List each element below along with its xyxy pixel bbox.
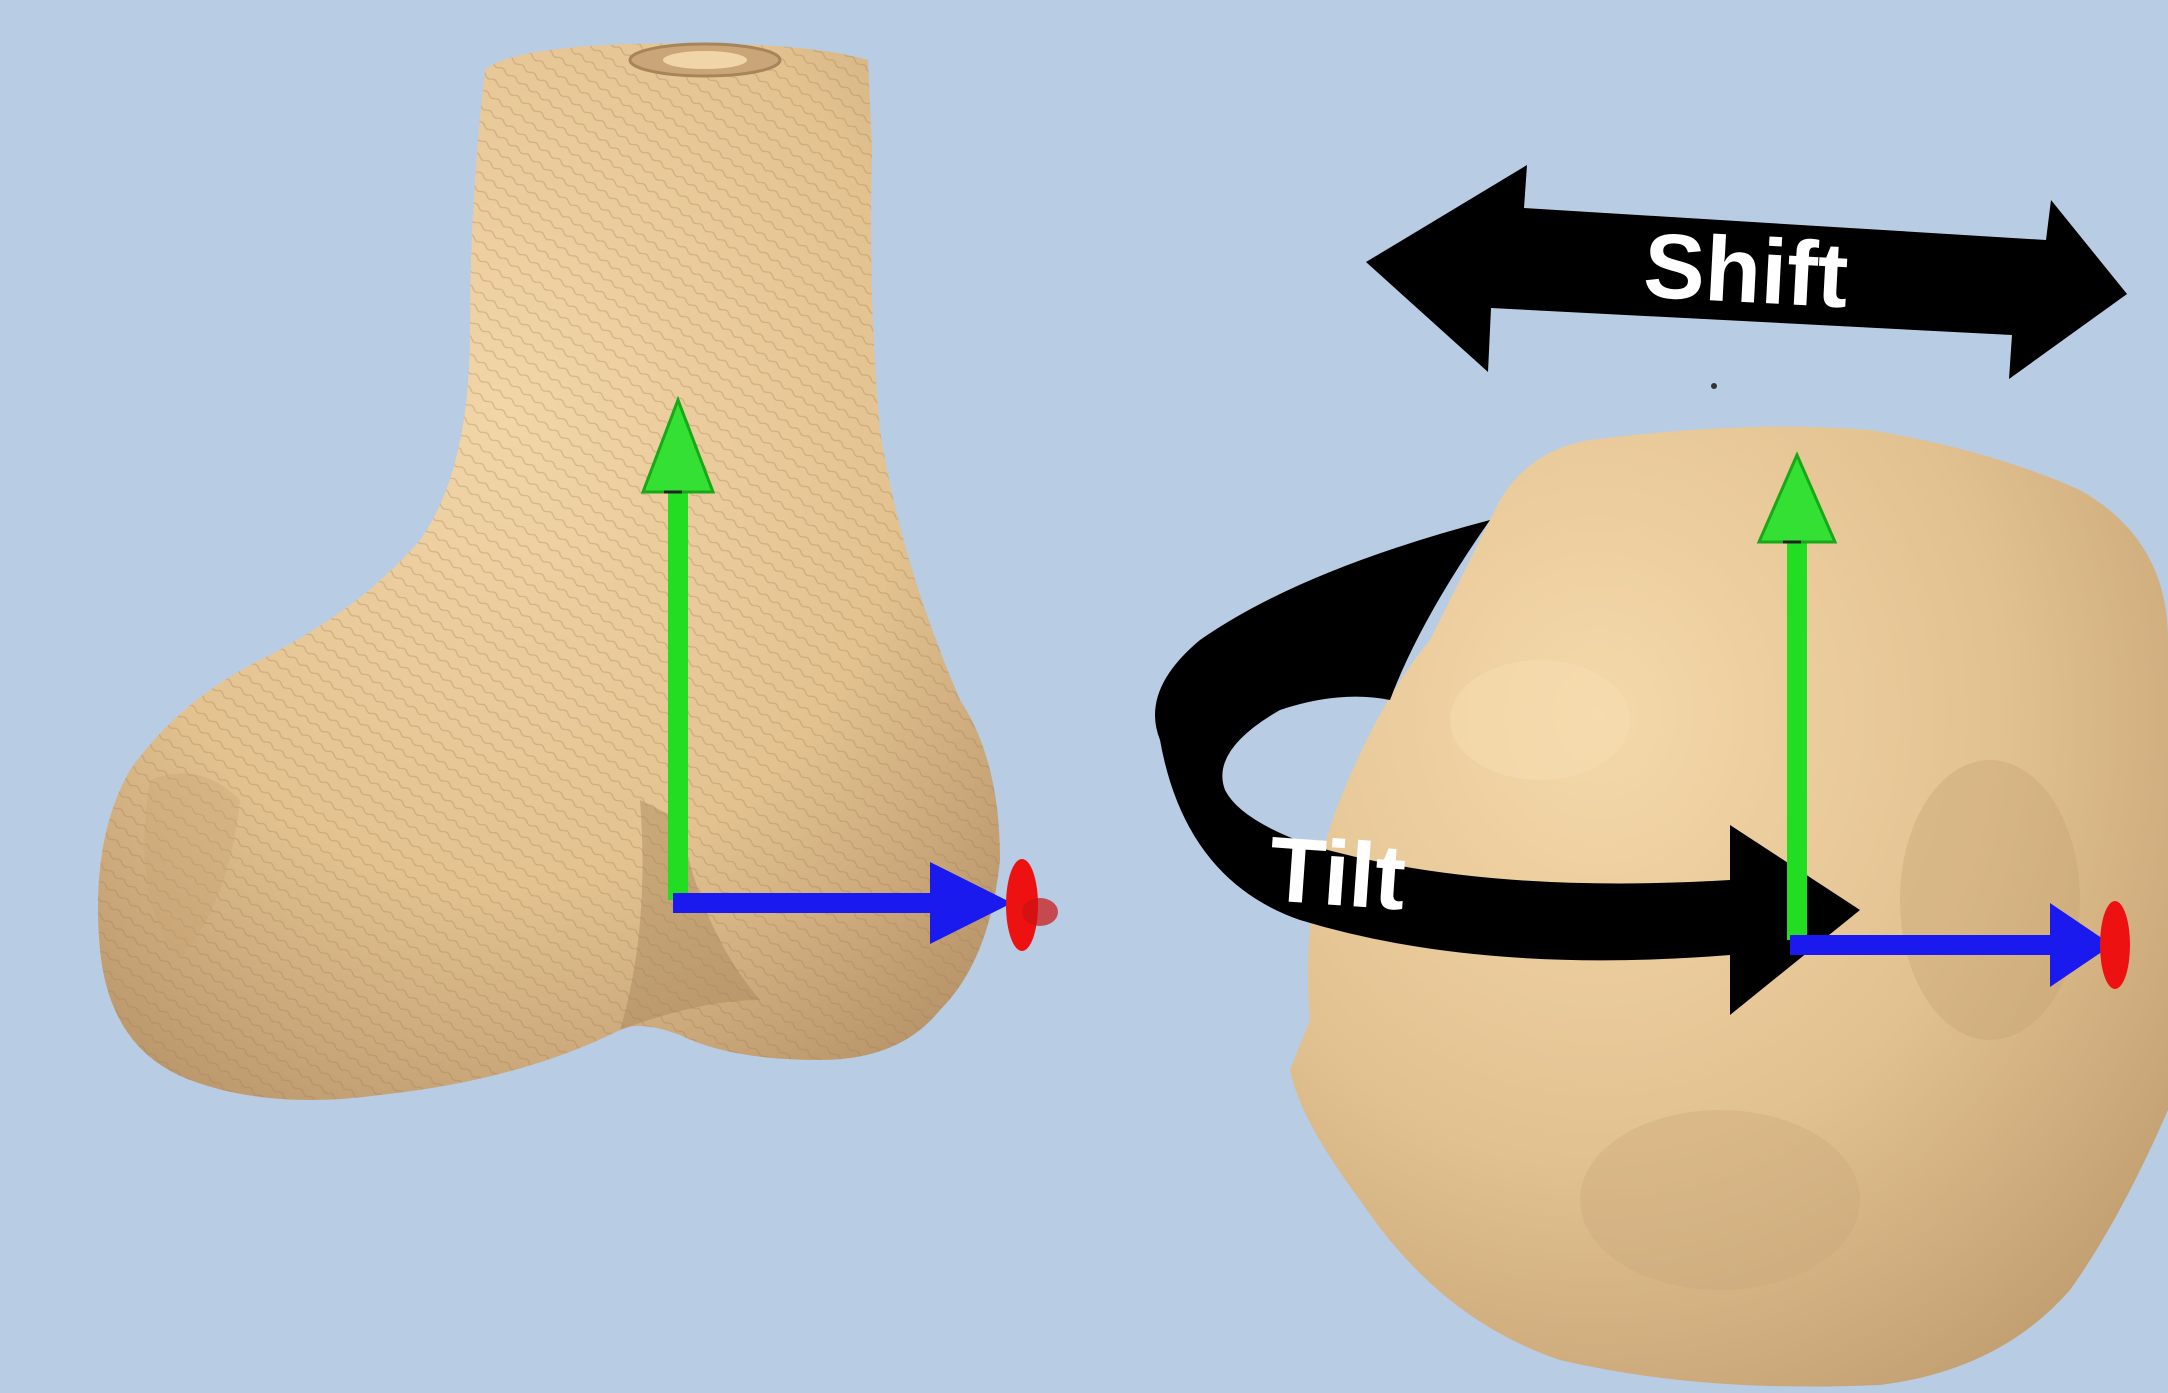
left-y-axis	[668, 480, 688, 900]
tilt-label: Tilt	[1266, 818, 1409, 929]
left-x-axis	[673, 893, 938, 913]
right-x-axis	[1790, 935, 2060, 955]
left-bone	[98, 43, 1000, 1100]
right-y-axis	[1787, 530, 1807, 940]
shift-label: Shift	[1641, 215, 1850, 328]
right-z-axis-tip	[2100, 901, 2130, 989]
shift-arrow: Shift	[1366, 165, 2127, 379]
left-bone-texture	[98, 43, 1000, 1100]
